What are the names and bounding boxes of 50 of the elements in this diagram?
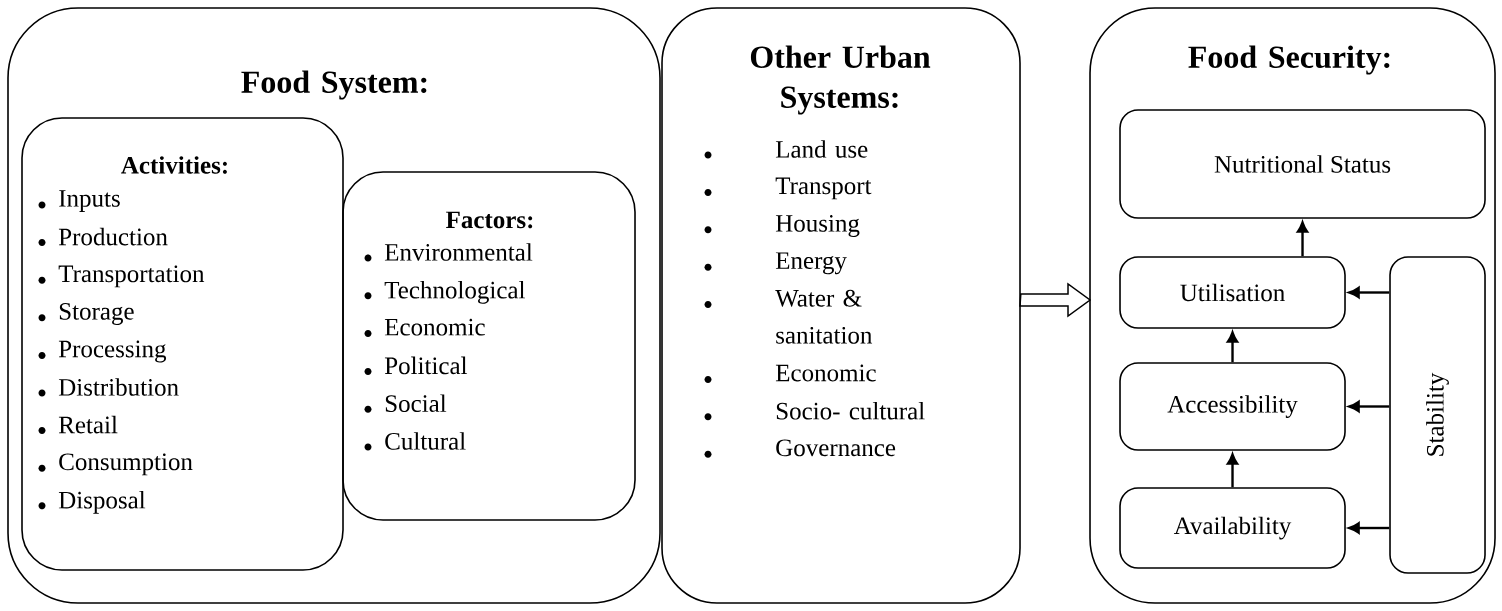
rounded-box — [1119, 487, 1346, 569]
heading: Other Urban Systems: — [750, 45, 931, 115]
list-item: Political — [364, 356, 468, 375]
list-item: Water & sanitation — [704, 289, 873, 344]
rounded-panel — [7, 7, 661, 604]
box-label: Utilisation — [1180, 283, 1285, 302]
block-arrow — [1019, 282, 1092, 318]
box-label: Nutritional Status — [1214, 155, 1391, 173]
heading: Activities: — [121, 156, 227, 174]
box-label: Accessibility — [1167, 395, 1298, 418]
rounded-box — [1389, 256, 1486, 574]
heading: Factors: — [446, 211, 533, 229]
list-item: Economic — [704, 364, 876, 383]
list-item: Storage — [38, 303, 134, 325]
arrow — [1226, 331, 1239, 363]
list-item: Environmental — [364, 243, 533, 262]
list-item: Governance — [704, 439, 896, 458]
arrow — [1226, 453, 1239, 488]
list-item: Transportation — [38, 265, 205, 288]
list-item: Economic — [364, 318, 485, 338]
rounded-box — [1119, 256, 1346, 329]
rounded-panel — [1089, 7, 1496, 604]
arrow — [1348, 522, 1390, 534]
rounded-box — [1119, 109, 1486, 219]
list-item: Transport — [704, 177, 872, 200]
list-item: Cultural — [364, 432, 466, 451]
list-item: Retail — [38, 415, 118, 435]
list-item: Production — [38, 227, 168, 247]
arrow — [1348, 286, 1390, 299]
list-item: Social — [364, 394, 447, 413]
box-label: Availability — [1174, 516, 1292, 540]
list-item: Distribution — [38, 378, 179, 397]
list-item: Inputs — [38, 190, 120, 212]
rounded-panel — [342, 171, 636, 521]
heading: Food Security: — [1188, 45, 1390, 75]
list-item: Socio- cultural — [704, 402, 925, 421]
list-item: Technological — [364, 281, 525, 304]
list-item: Housing — [704, 215, 860, 237]
list-item: Consumption — [38, 453, 193, 476]
rounded-box — [1119, 362, 1346, 451]
rounded-panel — [21, 117, 344, 571]
list-item: Disposal — [38, 491, 146, 514]
heading: Food System: — [241, 70, 427, 100]
list-item: Land use — [704, 140, 868, 159]
list-item: Energy — [704, 252, 847, 275]
box-label: Stability — [1426, 372, 1449, 456]
list-item: Processing — [38, 340, 167, 363]
arrow — [1296, 221, 1309, 257]
rounded-panel — [661, 7, 1021, 604]
arrow — [1348, 400, 1390, 413]
